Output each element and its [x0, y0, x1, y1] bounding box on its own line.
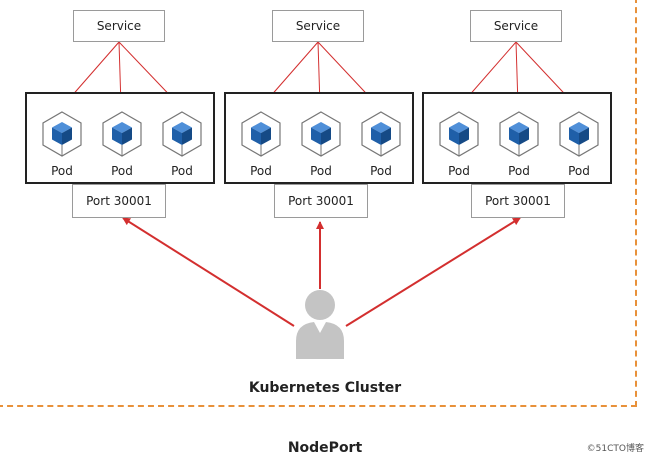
pod-cube-icon	[559, 111, 599, 157]
diagram-title: NodePort	[287, 440, 363, 456]
service-label: Service	[493, 19, 539, 33]
pod-cube-icon	[301, 111, 341, 157]
watermark: ©51CTO博客	[586, 444, 644, 454]
kubernetes-cluster-boundary	[0, 0, 637, 407]
pod: Pod	[37, 110, 87, 178]
port-box-3: Port 30001	[471, 184, 565, 218]
pod-label: Pod	[111, 164, 133, 178]
pod-cube-icon	[42, 111, 82, 157]
pod-label: Pod	[568, 164, 590, 178]
service-label: Service	[295, 19, 341, 33]
service-box-3: Service	[470, 10, 562, 42]
pod-group-2: Pod Pod Pod	[224, 92, 414, 184]
pod-label: Pod	[51, 164, 73, 178]
user-icon	[296, 290, 344, 359]
pod-label: Pod	[508, 164, 530, 178]
pod: Pod	[494, 110, 544, 178]
pod-label: Pod	[370, 164, 392, 178]
service-label: Service	[96, 19, 142, 33]
pod-cube-icon	[102, 111, 142, 157]
pod: Pod	[434, 110, 484, 178]
pod-cube-icon	[162, 111, 202, 157]
pod: Pod	[236, 110, 286, 178]
port-box-1: Port 30001	[72, 184, 166, 218]
port-label: Port 30001	[288, 194, 354, 208]
pod-cube-icon	[241, 111, 281, 157]
pod-cube-icon	[499, 111, 539, 157]
pod-label: Pod	[171, 164, 193, 178]
port-label: Port 30001	[485, 194, 551, 208]
service-box-1: Service	[73, 10, 165, 42]
pod-label: Pod	[250, 164, 272, 178]
pod: Pod	[296, 110, 346, 178]
pod-group-1: Pod Pod Pod	[25, 92, 215, 184]
pod: Pod	[554, 110, 604, 178]
cluster-label: Kubernetes Cluster	[248, 380, 402, 396]
pod-label: Pod	[310, 164, 332, 178]
pod-label: Pod	[448, 164, 470, 178]
pod-cube-icon	[361, 111, 401, 157]
pod: Pod	[356, 110, 406, 178]
service-box-2: Service	[272, 10, 364, 42]
pod: Pod	[157, 110, 207, 178]
port-label: Port 30001	[86, 194, 152, 208]
port-box-2: Port 30001	[274, 184, 368, 218]
user-port-arrows	[122, 217, 521, 327]
pod-cube-icon	[439, 111, 479, 157]
pod-group-3: Pod Pod Pod	[422, 92, 612, 184]
pod: Pod	[97, 110, 147, 178]
